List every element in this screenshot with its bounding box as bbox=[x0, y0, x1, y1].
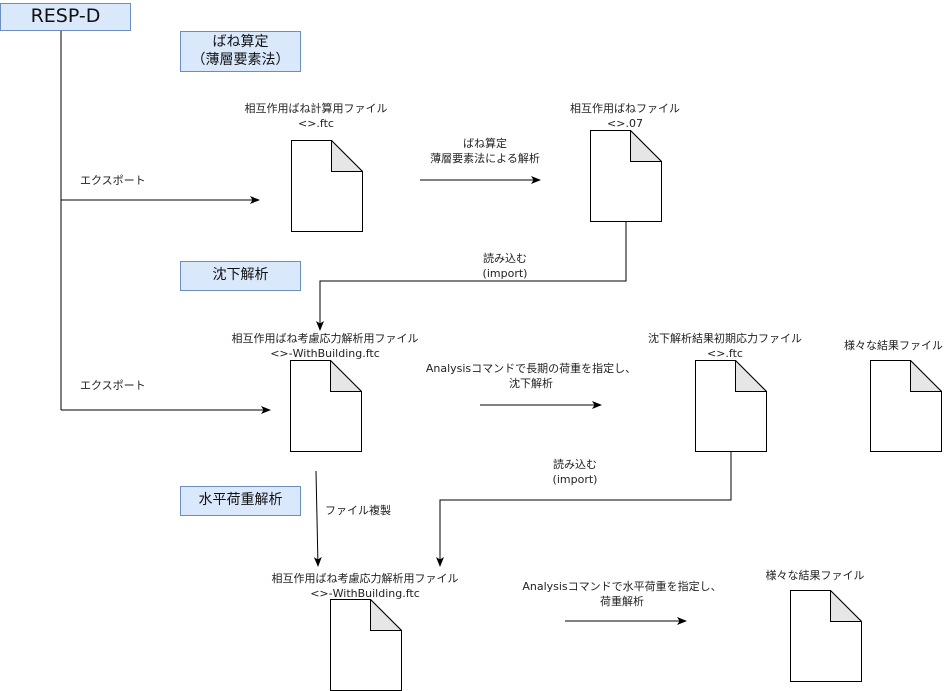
file-label-spring-calc: 相互作用ばね計算用ファイル <>.ftc bbox=[244, 102, 388, 130]
file-label-results-1: 様々な結果ファイル bbox=[844, 339, 943, 352]
document-icon bbox=[290, 360, 362, 452]
document-icon bbox=[590, 130, 662, 222]
action-label-settlement-analysis: Analysisコマンドで長期の荷重を指定し、 沈下解析 bbox=[425, 362, 637, 390]
import-arrow-1 bbox=[316, 220, 627, 331]
document-icon bbox=[291, 140, 363, 232]
action-label-import-2: 読み込む (import) bbox=[552, 458, 598, 486]
document-icon bbox=[330, 599, 402, 691]
action-label-file-copy: ファイル複製 bbox=[325, 504, 391, 517]
stage-horizontal-load-analysis: 水平荷重解析 bbox=[180, 486, 301, 516]
file-label-stress-file-copy: 相互作用ばね考慮応力解析用ファイル <>-WithBuilding.ftc bbox=[271, 572, 459, 600]
action-label-export-2: エクスポート bbox=[80, 379, 146, 392]
file-label-results-2: 様々な結果ファイル bbox=[765, 569, 865, 582]
file-copy-arrow bbox=[313, 470, 322, 567]
document-icon bbox=[870, 360, 942, 452]
import-arrow-2 bbox=[436, 452, 732, 567]
stage-spring-calculation: ばね算定 （薄層要素法） bbox=[180, 31, 301, 72]
document-icon bbox=[790, 590, 862, 682]
action-label-spring-analysis: ばね算定 薄層要素法による解析 bbox=[430, 137, 540, 165]
action-label-horizontal-analysis: Analysisコマンドで水平荷重を指定し、 荷重解析 bbox=[522, 580, 722, 608]
document-icon bbox=[695, 360, 767, 452]
action-label-export-1: エクスポート bbox=[80, 174, 146, 187]
action-label-import-1: 読み込む (import) bbox=[482, 252, 528, 280]
resp-d-title: RESP-D bbox=[0, 3, 131, 31]
file-label-settlement-result: 沈下解析結果初期応力ファイル <>.ftc bbox=[648, 332, 802, 360]
file-label-stress-file: 相互作用ばね考慮応力解析用ファイル <>-WithBuilding.ftc bbox=[231, 332, 419, 360]
file-label-spring-file: 相互作用ばねファイル <>.07 bbox=[570, 102, 680, 130]
stage-settlement-analysis: 沈下解析 bbox=[180, 261, 301, 291]
